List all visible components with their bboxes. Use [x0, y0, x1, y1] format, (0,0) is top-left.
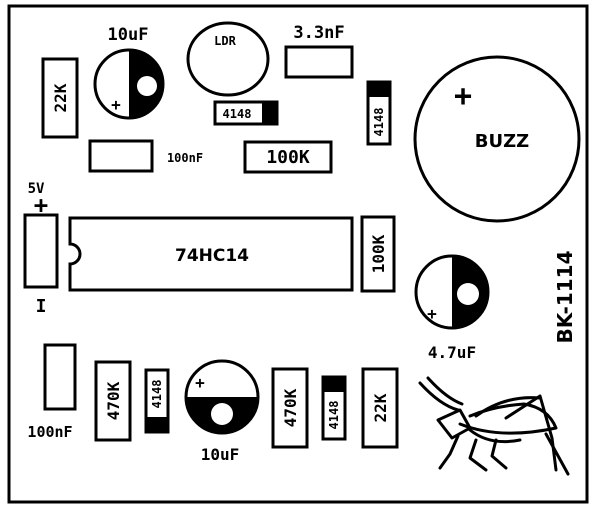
capacitor-plus-mark: +	[111, 95, 121, 114]
board-outline	[7, 4, 589, 504]
capacitor-4-7uf-label: 4.7uF	[428, 343, 476, 362]
ic-74hc14-label: 74HC14	[175, 246, 249, 266]
resistor-470k-left: 470K	[94, 360, 132, 442]
diode-4148-vertical-label: 4148	[372, 108, 386, 137]
resistor-100k-horizontal: 100K	[243, 140, 333, 174]
buzzer-plus-mark: +	[454, 79, 472, 114]
capacitor-10uf-top-label: 10uF	[108, 25, 149, 45]
power-plus-mark: +	[34, 191, 48, 219]
board-code-label: BK-1114	[553, 251, 577, 344]
diode-4148-bottom-middle-label: 4148	[327, 401, 341, 430]
diode-4148-bottom-left-label: 4148	[150, 380, 164, 409]
capacitor-4-7uf: + 4.7uF	[414, 254, 490, 362]
capacitor-10uf-bottom-label: 10uF	[201, 445, 240, 464]
power-label: 5V	[28, 181, 45, 197]
diode-4148-top: 4148	[213, 100, 279, 126]
resistor-100k-vertical-label: 100K	[369, 234, 388, 273]
cricket-logo	[418, 376, 570, 476]
power-minus-mark: I	[36, 296, 47, 317]
ldr: LDR	[186, 21, 270, 97]
capacitor-100nf-bottom-label: 100nF	[27, 423, 72, 441]
resistor-22k-top: 22K	[41, 57, 79, 139]
diode-4148-top-label: 4148	[223, 107, 252, 121]
buzzer-label: BUZZ	[475, 131, 529, 152]
resistor-100k-vertical: 100K	[360, 215, 396, 293]
capacitor-100nf-top: 100nF	[88, 139, 203, 173]
capacitor-100nf-top-label: 100nF	[167, 151, 203, 165]
capacitor-4-7uf-plus-mark: +	[427, 304, 437, 323]
resistor-470k-left-label: 470K	[104, 381, 123, 420]
ldr-label: LDR	[214, 34, 236, 48]
diode-4148-bottom-middle: 4148	[321, 375, 347, 441]
capacitor-3-3nf: 3.3nF	[284, 23, 354, 79]
resistor-100k-horizontal-label: 100K	[266, 147, 310, 168]
resistor-22k-top-label: 22K	[51, 83, 70, 112]
capacitor-100nf-bottom: 100nF	[27, 343, 77, 441]
resistor-22k-bottom-label: 22K	[371, 393, 390, 422]
resistor-470k-middle-label: 470K	[281, 388, 300, 427]
resistor-470k-middle: 470K	[271, 367, 309, 449]
buzzer: + BUZZ	[413, 55, 581, 223]
resistor-22k-bottom: 22K	[361, 367, 399, 449]
capacitor-10uf-bottom-plus-mark: +	[195, 373, 205, 392]
diode-4148-vertical: 4148	[366, 80, 392, 146]
ic-74hc14: 74HC14	[68, 216, 354, 292]
capacitor-10uf-top: + 10uF	[93, 25, 165, 120]
capacitor-10uf-bottom: + 10uF	[184, 359, 260, 464]
diode-4148-bottom-left: 4148	[144, 368, 170, 434]
capacitor-3-3nf-label: 3.3nF	[293, 23, 344, 43]
power-connector: 5V + I	[23, 181, 59, 317]
